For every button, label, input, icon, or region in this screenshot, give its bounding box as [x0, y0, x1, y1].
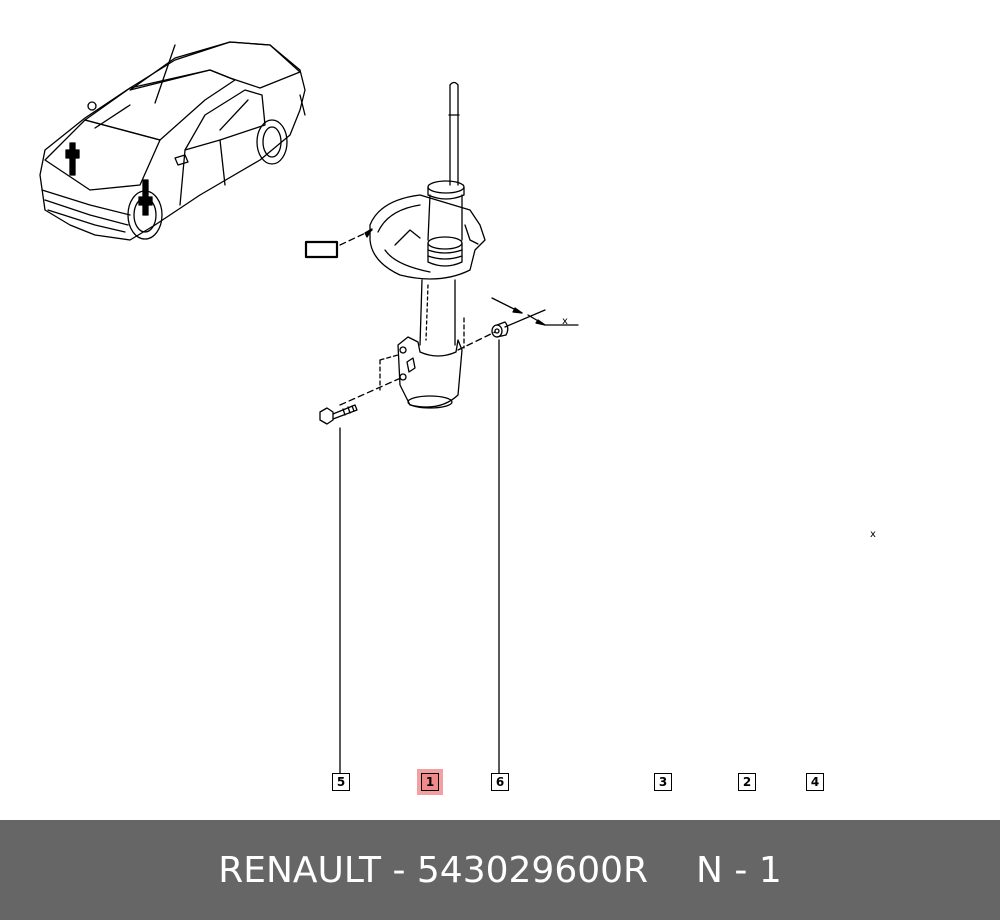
part-number: 543029600R: [416, 849, 649, 891]
marking-box-left: [304, 240, 339, 259]
nut-part-6: [491, 309, 546, 776]
axis-label-x-left: x: [562, 316, 568, 327]
left-strut-assembly: [339, 81, 496, 409]
axis-label-x-right: x: [870, 529, 876, 540]
callout-part-1-highlighted[interactable]: 1: [421, 773, 439, 791]
part-info-footer: RENAULT - 543029600R N - 1: [0, 820, 1000, 920]
callout-part-3[interactable]: 3: [654, 773, 672, 791]
position-code: N - 1: [696, 849, 782, 891]
exploded-parts-diagram: [39, 41, 579, 776]
dimension-x-left: [491, 297, 579, 326]
callout-part-2[interactable]: 2: [738, 773, 756, 791]
callout-part-5[interactable]: 5: [332, 773, 350, 791]
brand-name: RENAULT: [218, 849, 381, 891]
car-locator-illustration: [39, 41, 306, 241]
brand-separator: -: [381, 849, 417, 891]
callout-part-6[interactable]: 6: [491, 773, 509, 791]
callout-part-4[interactable]: 4: [806, 773, 824, 791]
bolt-part-5: [319, 404, 358, 776]
